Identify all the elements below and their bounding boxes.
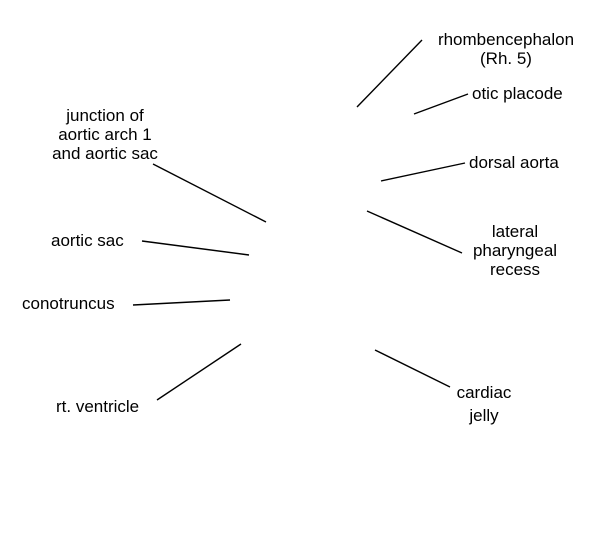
label-cardiac-line1: cardiac: [456, 383, 512, 402]
leader-line-cardiac-jelly: [374, 349, 451, 388]
label-lateral-line2: pharyngeal: [472, 241, 558, 260]
label-aortic-sac: aortic sac: [51, 231, 124, 250]
label-rhombencephalon-line2: (Rh. 5): [480, 49, 532, 68]
label-otic-placode: otic placode: [472, 84, 563, 103]
leader-line-lateral-pharyngeal-recess: [366, 210, 463, 254]
leader-line-rhombencephalon: [356, 39, 423, 108]
leader-line-conotruncus: [132, 299, 231, 306]
label-rhombencephalon-line1: rhombencephalon: [437, 30, 575, 49]
label-aortic-sac-text: aortic sac: [51, 231, 124, 250]
label-junction-line3: and aortic sac: [52, 144, 158, 163]
label-rhombencephalon: rhombencephalon (Rh. 5): [424, 30, 588, 68]
label-lateral-line1: lateral: [491, 222, 539, 241]
label-conotruncus: conotruncus: [22, 294, 115, 313]
leader-line-otic-placode: [413, 93, 469, 115]
leader-line-dorsal-aorta: [380, 162, 466, 182]
label-junction-line1: junction of: [66, 106, 144, 125]
label-cardiac-line2: jelly: [469, 406, 499, 425]
leader-line-aortic-sac: [141, 240, 250, 256]
leader-line-junction: [152, 163, 267, 223]
label-lateral-line3: recess: [489, 260, 541, 279]
label-cardiac-jelly: cardiac jelly: [444, 381, 524, 427]
label-dorsal-aorta-text: dorsal aorta: [469, 153, 559, 172]
label-rt-ventricle-text: rt. ventricle: [56, 397, 140, 416]
label-junction-line2: aortic arch 1: [58, 125, 152, 144]
label-junction-aortic-arch: junction of aortic arch 1 and aortic sac: [30, 106, 180, 163]
label-dorsal-aorta: dorsal aorta: [469, 153, 559, 172]
label-lateral-pharyngeal-recess: lateral pharyngeal recess: [460, 222, 570, 279]
leader-line-rt-ventricle: [156, 343, 242, 401]
label-conotruncus-text: conotruncus: [22, 294, 115, 313]
label-rt-ventricle: rt. ventricle: [56, 397, 139, 416]
label-otic-placode-text: otic placode: [472, 84, 563, 103]
